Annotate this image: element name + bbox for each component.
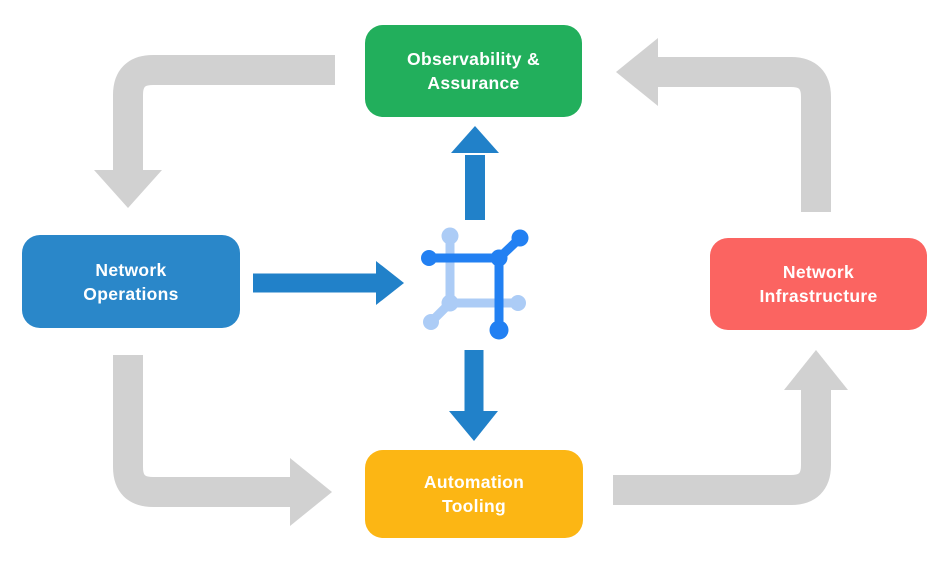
arrow-tooling-to-infrastructure	[613, 350, 848, 505]
arrow-shaft	[613, 390, 831, 505]
node-network-operations: Network Operations	[22, 235, 240, 328]
node-observability-assurance: Observability & Assurance	[365, 25, 582, 117]
mesh-light-branches	[423, 227, 526, 330]
arrow-infrastructure-to-observability	[616, 38, 831, 212]
arrow-head-left	[616, 38, 658, 106]
node-label: Network Infrastructure	[759, 262, 878, 306]
arrow-shaft	[658, 57, 831, 212]
arrow-head-up	[451, 126, 499, 153]
node-automation-tooling: Automation Tooling	[365, 450, 583, 538]
arrow-operations-to-tooling	[113, 355, 332, 526]
arrow-shaft	[113, 55, 335, 172]
arrow-observability-to-operations	[94, 55, 335, 208]
arrow-head-up	[784, 350, 848, 390]
node-label: Observability & Assurance	[407, 49, 540, 93]
node-label: Network Operations	[83, 259, 179, 304]
arrow-center-to-observability	[451, 126, 499, 220]
arrow-head-right	[376, 261, 404, 305]
node-network-infrastructure: Network Infrastructure	[710, 238, 927, 330]
arrow-center-to-tooling	[449, 350, 498, 441]
arrow-operations-to-center	[253, 261, 404, 305]
arrow-head-right	[290, 458, 332, 526]
network-automation-mesh-icon	[421, 227, 529, 340]
arrow-shaft	[113, 355, 290, 507]
arrow-head-down	[449, 411, 498, 441]
arrow-head-down	[94, 170, 162, 208]
node-label: Automation Tooling	[423, 472, 525, 516]
mesh-dark-branches	[421, 229, 529, 340]
